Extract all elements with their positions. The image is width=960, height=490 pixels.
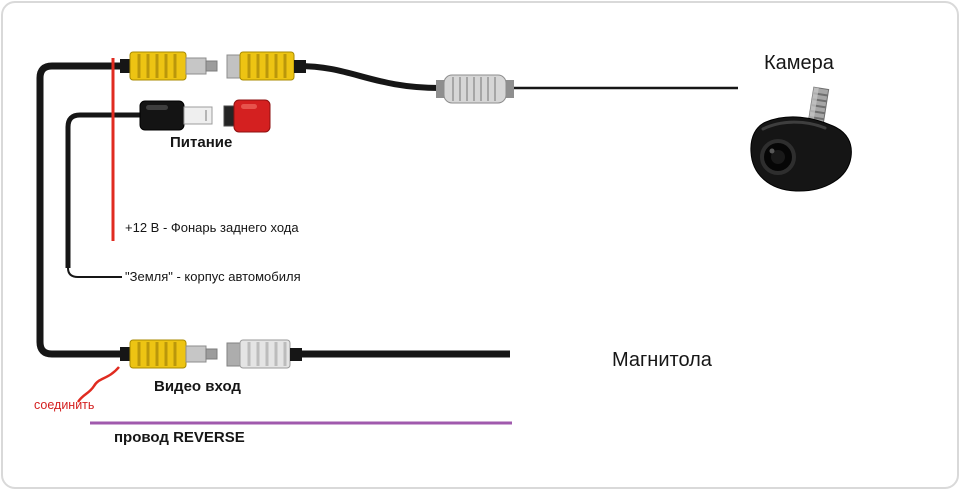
rca-female-yellow-top bbox=[226, 51, 306, 81]
ground-label: "Земля" - корпус автомобиля bbox=[125, 269, 301, 284]
video-input-label: Видео вход bbox=[154, 378, 241, 395]
ground-pointer-line bbox=[67, 267, 122, 278]
rca-female-white-bottom bbox=[226, 339, 302, 369]
connect-wire bbox=[76, 366, 120, 403]
camera-body-highlight bbox=[761, 120, 827, 131]
rca-grip-ridges bbox=[247, 54, 287, 78]
power-socket-red bbox=[223, 99, 271, 133]
rca-male-yellow-bottom bbox=[120, 339, 218, 369]
ground-wire bbox=[65, 112, 152, 268]
camera-lens-inner bbox=[771, 150, 785, 164]
reverse-wire-label: провод REVERSE bbox=[114, 429, 245, 446]
camera-label: Камера bbox=[764, 52, 834, 74]
reverse-light-label: +12 В - Фонарь заднего хода bbox=[125, 220, 299, 235]
inline-connector bbox=[436, 74, 514, 104]
camera-icon bbox=[750, 86, 852, 192]
rca-grip-ridges bbox=[137, 54, 177, 78]
power-label: Питание bbox=[170, 134, 233, 151]
camera-lens-glint bbox=[769, 148, 775, 154]
rca-male-yellow-top bbox=[120, 51, 218, 81]
rca-grip-ridges bbox=[247, 342, 287, 366]
left-cable-loop bbox=[36, 62, 136, 358]
power-plug-black bbox=[139, 100, 213, 131]
head-unit-label: Магнитола bbox=[612, 349, 712, 371]
camera-cable bbox=[297, 63, 441, 91]
connect-label: соединить bbox=[34, 398, 95, 412]
rca-grip-ridges bbox=[137, 342, 177, 366]
barrel-ridges bbox=[452, 77, 496, 101]
